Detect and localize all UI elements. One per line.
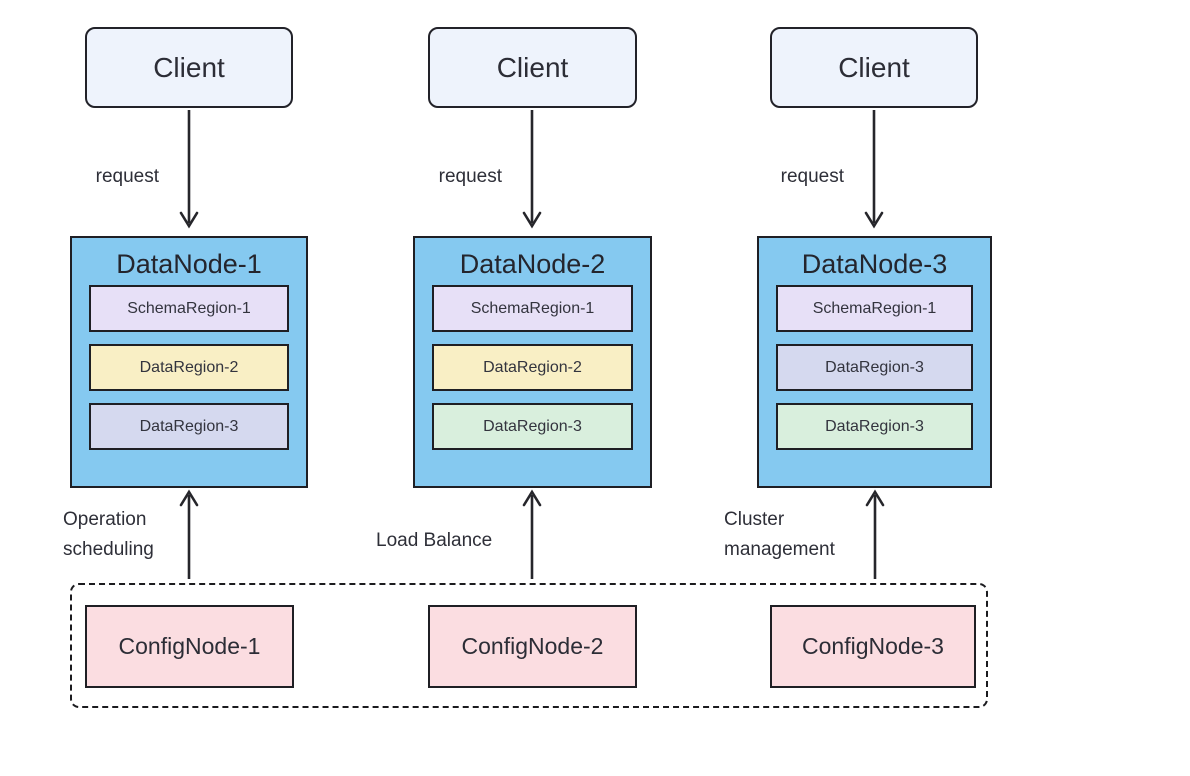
region-box: SchemaRegion-1 — [776, 285, 973, 332]
request-label-2: request — [438, 166, 502, 187]
region-box: DataRegion-3 — [89, 403, 289, 450]
config-arrow-1 — [178, 487, 200, 581]
load-balance-label: Load Balance — [376, 530, 493, 551]
region-box: DataRegion-3 — [776, 344, 973, 391]
confignode-label: ConfigNode-2 — [461, 633, 604, 659]
datanode-box-1: DataNode-1 SchemaRegion-1 DataRegion-2 D… — [70, 236, 308, 488]
region-box: DataRegion-2 — [89, 344, 289, 391]
client-label: Client — [496, 51, 569, 83]
config-arrow-2 — [521, 487, 543, 581]
confignode-box-2: ConfigNode-2 — [428, 605, 637, 688]
client-box-2: Client — [428, 27, 637, 108]
client-box-3: Client — [770, 27, 978, 108]
datanode-title: DataNode-2 — [459, 249, 606, 279]
request-arrow-2 — [521, 107, 543, 233]
cluster-management-label: Cluster management — [724, 509, 835, 561]
region-box: SchemaRegion-1 — [432, 285, 633, 332]
region-box: DataRegion-3 — [432, 403, 633, 450]
confignode-box-1: ConfigNode-1 — [85, 605, 294, 688]
client-box-1: Client — [85, 27, 293, 108]
datanode-box-3: DataNode-3 SchemaRegion-1 DataRegion-3 D… — [757, 236, 992, 488]
request-arrow-1 — [178, 107, 200, 233]
region-box: DataRegion-3 — [776, 403, 973, 450]
client-label: Client — [153, 51, 225, 83]
region-box: SchemaRegion-1 — [89, 285, 289, 332]
request-label-3: request — [780, 166, 844, 187]
confignode-label: ConfigNode-1 — [118, 633, 261, 659]
config-arrow-3 — [864, 487, 886, 581]
datanode-title: DataNode-3 — [801, 249, 948, 279]
operation-scheduling-label: Operation scheduling — [63, 509, 154, 561]
datanode-box-2: DataNode-2 SchemaRegion-1 DataRegion-2 D… — [413, 236, 652, 488]
region-box: DataRegion-2 — [432, 344, 633, 391]
client-label: Client — [838, 51, 910, 83]
confignode-box-3: ConfigNode-3 — [770, 605, 976, 688]
datanode-title: DataNode-1 — [116, 249, 262, 279]
confignode-label: ConfigNode-3 — [802, 633, 944, 659]
confignode-group — [70, 583, 988, 708]
request-arrow-3 — [863, 107, 885, 233]
request-label-1: request — [95, 166, 159, 187]
